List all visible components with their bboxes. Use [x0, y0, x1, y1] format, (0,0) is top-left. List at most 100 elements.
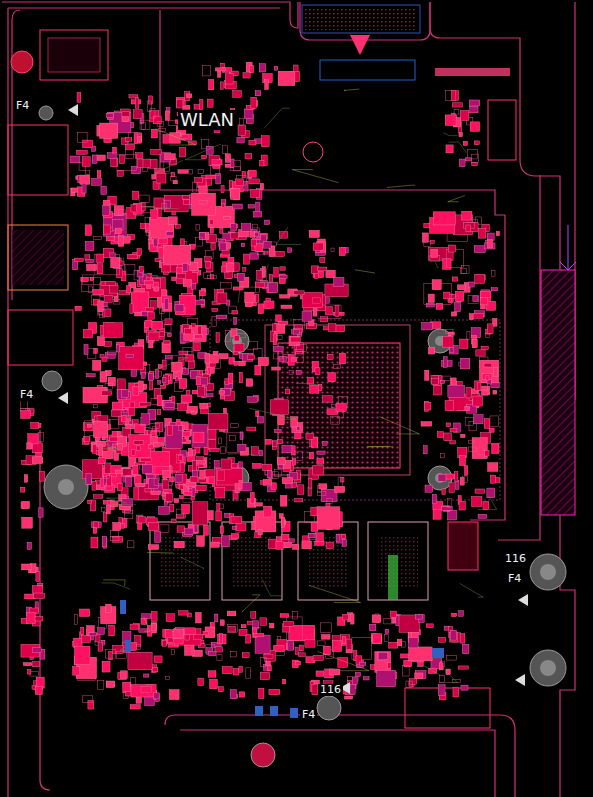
- smd-component: [460, 110, 469, 120]
- smd-component: [149, 522, 159, 530]
- smd-component: [465, 158, 471, 161]
- smd-component: [85, 170, 89, 174]
- smd-component: [457, 285, 465, 290]
- smd-component: [115, 228, 121, 234]
- smd-component: [142, 414, 150, 425]
- smd-component: [297, 345, 307, 352]
- smd-component: [179, 485, 183, 489]
- smd-component: [128, 541, 134, 548]
- smd-component: [321, 623, 332, 633]
- smd-component: [224, 216, 231, 219]
- smd-component: [203, 631, 209, 635]
- smd-component: [482, 373, 492, 379]
- smd-component: [239, 692, 244, 697]
- smd-component: [479, 360, 498, 383]
- smd-component: [292, 544, 298, 549]
- smd-component: [421, 422, 432, 427]
- smd-component: [192, 283, 196, 289]
- smd-component: [183, 431, 190, 437]
- trace: [276, 227, 301, 244]
- smd-component: [76, 150, 87, 154]
- smd-component: [378, 652, 388, 659]
- smd-component: [239, 119, 243, 125]
- smd-component: [326, 542, 333, 549]
- smd-component: [243, 73, 250, 78]
- smd-component: [220, 82, 223, 89]
- smd-component: [207, 99, 213, 107]
- blue-pad: [120, 600, 444, 718]
- dram-package: [150, 522, 428, 600]
- smd-component: [129, 95, 138, 98]
- smd-component: [148, 101, 152, 112]
- smd-component: [200, 100, 203, 110]
- smd-component: [90, 278, 94, 281]
- smd-component: [250, 232, 255, 238]
- smd-component: [192, 193, 216, 215]
- smd-component: [92, 481, 96, 490]
- smd-component: [175, 474, 182, 482]
- pad: [11, 51, 33, 73]
- smd-component: [22, 501, 30, 508]
- smd-component: [178, 455, 182, 461]
- smd-component: [321, 317, 328, 322]
- module-label: WLAN: [178, 110, 236, 130]
- smd-component: [468, 282, 474, 287]
- smd-component: [221, 203, 224, 207]
- smd-component: [196, 377, 200, 385]
- smd-component: [32, 443, 42, 453]
- smd-component: [275, 251, 284, 256]
- smd-component: [91, 537, 98, 548]
- smd-component: [152, 321, 163, 329]
- smd-component: [328, 373, 336, 382]
- smd-component: [104, 225, 111, 234]
- smd-component: [131, 685, 156, 697]
- smd-component: [384, 635, 388, 642]
- silkscreen-label: 116: [318, 684, 343, 696]
- smd-component: [118, 444, 123, 450]
- smd-component: [100, 123, 118, 138]
- smd-component: [129, 421, 133, 424]
- smd-component: [425, 485, 433, 492]
- smd-component: [165, 425, 182, 448]
- smd-component: [172, 362, 182, 372]
- trace: [262, 580, 281, 596]
- smd-component: [230, 424, 238, 428]
- smd-component: [217, 315, 227, 319]
- smd-component: [111, 537, 119, 541]
- smd-component: [248, 170, 256, 177]
- smd-component: [126, 149, 134, 159]
- smd-component: [443, 259, 451, 269]
- smd-component: [389, 642, 398, 648]
- smd-component: [328, 324, 336, 332]
- smd-component: [222, 536, 230, 547]
- smd-component: [431, 249, 438, 257]
- smd-component: [82, 157, 90, 167]
- smd-component: [278, 71, 295, 85]
- smd-component: [184, 200, 190, 205]
- smd-component: [338, 410, 343, 418]
- smd-component: [151, 612, 157, 622]
- smd-component: [182, 195, 190, 199]
- smd-component: [267, 471, 271, 478]
- smd-component: [210, 275, 213, 279]
- trace: [292, 170, 338, 183]
- smd-component: [126, 138, 132, 141]
- smd-component: [472, 496, 482, 506]
- smd-component: [446, 423, 451, 427]
- smd-component: [158, 380, 161, 384]
- smd-component: [336, 535, 339, 542]
- silkscreen-label: 116: [503, 553, 528, 565]
- smd-component: [259, 64, 265, 72]
- smd-component: [448, 385, 465, 397]
- smd-component: [123, 117, 129, 122]
- smd-component: [75, 306, 81, 310]
- smd-component: [305, 640, 315, 647]
- smd-component: [255, 365, 261, 375]
- smd-component: [269, 689, 280, 694]
- smd-component: [101, 186, 107, 194]
- smd-component: [164, 161, 170, 172]
- smd-component: [193, 432, 204, 442]
- smd-component: [126, 354, 134, 357]
- smd-component: [275, 470, 282, 477]
- smd-component: [234, 336, 239, 341]
